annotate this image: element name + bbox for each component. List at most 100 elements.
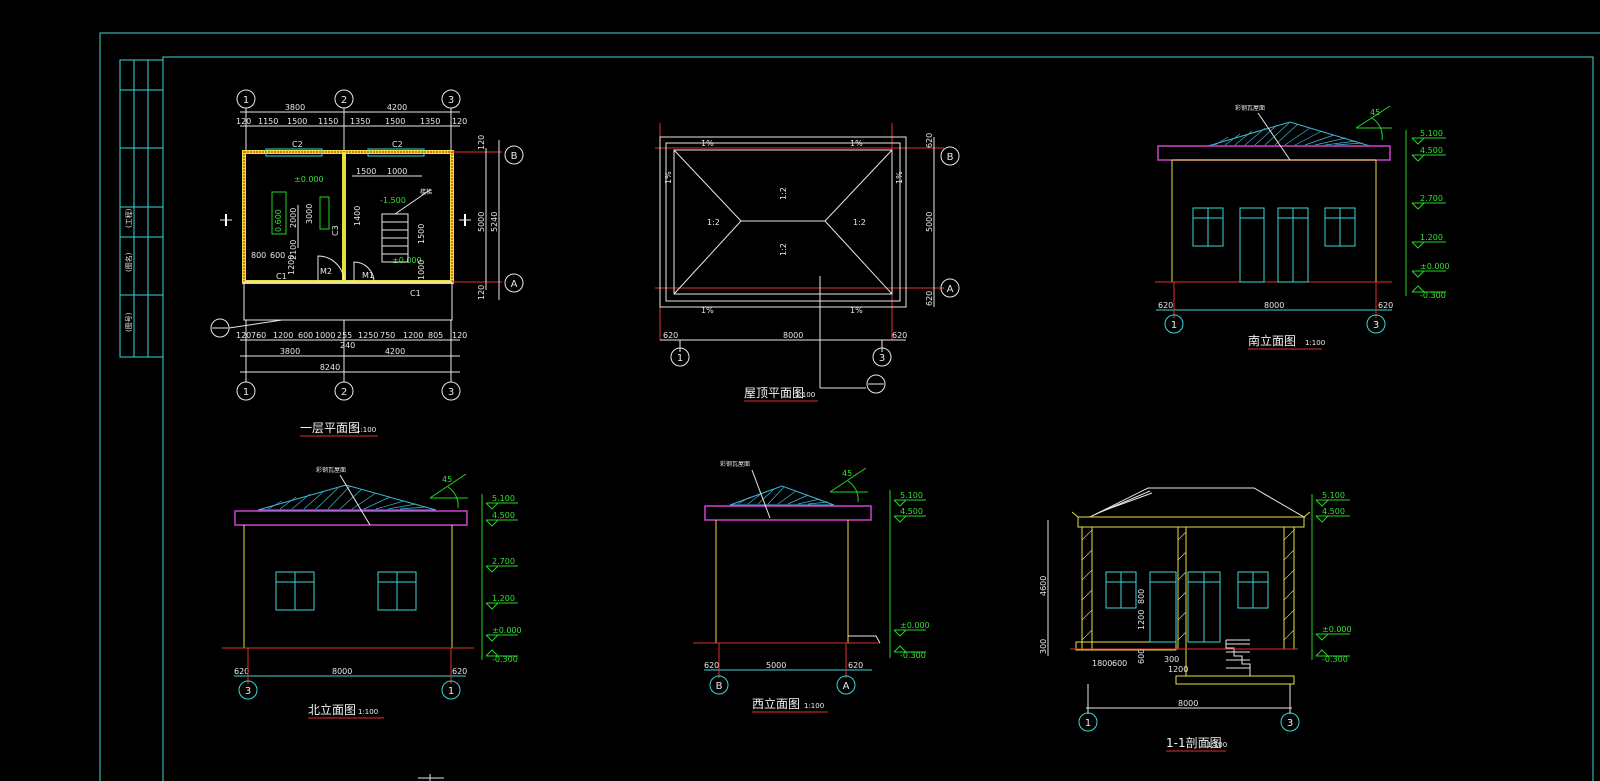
svg-text:620: 620 [925, 133, 934, 148]
axis-bubble: 3 [1280, 712, 1300, 732]
north-elevation[interactable]: 彩钢瓦屋面 45 5.100 4.500 2.700 1.200 ±0.000 … [222, 466, 522, 719]
svg-text:1400: 1400 [353, 206, 362, 226]
svg-text:240: 240 [340, 341, 355, 350]
svg-text:1: 1 [243, 95, 249, 106]
level-marker: -0.300 [1315, 649, 1350, 664]
svg-text:620: 620 [234, 667, 249, 676]
roof-plan[interactable]: 1% 1% 1% 1% 1% 1% 1:2 1:2 1:2 1:2 620 80… [655, 123, 960, 402]
svg-text:A: A [947, 284, 954, 295]
level-marker: ±0.000 [1315, 625, 1352, 641]
axis-bubble: 3 [441, 381, 461, 401]
svg-text:B: B [511, 151, 518, 162]
level-marker: 5.100 [485, 494, 518, 510]
axis-bubble: 3 [238, 680, 258, 700]
svg-text:620: 620 [925, 291, 934, 306]
svg-text:3: 3 [1373, 320, 1379, 331]
stair: 楼梯 [381, 188, 432, 263]
title-block-cell: (工程) [124, 208, 133, 228]
svg-text:760: 760 [251, 331, 266, 340]
drawing-title: 1-1剖面图 [1166, 736, 1222, 750]
level-marker: 5.100 [1411, 129, 1446, 145]
svg-text:2: 2 [341, 387, 347, 398]
svg-text:1000: 1000 [315, 331, 335, 340]
dimension-text: 4200 [387, 103, 407, 112]
svg-text:8000: 8000 [1264, 301, 1284, 310]
axis-bubble: A [836, 675, 856, 695]
level-marker: ±0.000 [1411, 262, 1450, 278]
svg-text:1:2: 1:2 [853, 218, 866, 227]
section-bubble [210, 318, 283, 338]
svg-text:5.100: 5.100 [492, 494, 515, 503]
drawing-title: 西立面图 [752, 696, 800, 711]
level-marker: 2.700 [1411, 194, 1446, 210]
svg-text:4.500: 4.500 [1420, 146, 1443, 155]
svg-text:4.500: 4.500 [900, 507, 923, 516]
section-bubble [866, 374, 886, 394]
title-block-cell: (图名) [124, 252, 133, 272]
svg-text:1000: 1000 [387, 167, 407, 176]
svg-text:1: 1 [677, 353, 683, 364]
axis-bubble: B [504, 145, 524, 165]
svg-text:600: 600 [1112, 659, 1127, 668]
svg-text:1:2: 1:2 [779, 187, 788, 200]
section-1-1[interactable]: 4600 300 1800 600 1200 800 600 300 1200 … [1039, 487, 1352, 752]
svg-text:120: 120 [452, 331, 467, 340]
level-marker: -0.300 [485, 649, 518, 664]
svg-text:620: 620 [848, 661, 863, 670]
south-elevation[interactable]: 彩钢瓦屋面 45 5.100 4.500 2.700 1.200 ±0.000 … [1155, 104, 1450, 350]
level-marker: -0.300 [893, 645, 926, 660]
drawing-scale: 1:100 [356, 426, 376, 434]
svg-text:1200: 1200 [403, 331, 423, 340]
svg-text:3: 3 [1287, 718, 1293, 729]
level-marker: 1.200 [485, 594, 518, 610]
svg-text:5000: 5000 [925, 212, 934, 232]
svg-text:C1: C1 [410, 289, 421, 298]
svg-text:45: 45 [442, 475, 452, 484]
axis-bubble: A [940, 278, 960, 298]
svg-text:620: 620 [892, 331, 907, 340]
svg-text:2100: 2100 [289, 240, 298, 260]
svg-text:800: 800 [251, 251, 266, 260]
svg-text:±0.000: ±0.000 [392, 256, 422, 265]
svg-text:B: B [947, 152, 954, 163]
axis-bubble: A [504, 273, 524, 293]
svg-text:1.200: 1.200 [492, 594, 515, 603]
svg-text:B: B [716, 681, 723, 692]
svg-text:1:2: 1:2 [779, 243, 788, 256]
svg-text:1350: 1350 [420, 117, 440, 126]
drawing-scale: 1:100 [804, 702, 824, 710]
svg-text:C2: C2 [392, 140, 403, 149]
svg-text:4200: 4200 [385, 347, 405, 356]
svg-text:1: 1 [243, 387, 249, 398]
dimension-text: 3800 [285, 103, 305, 112]
floor-plan[interactable]: 1 2 3 3800 4200 120 1150 1500 1150 1350 … [210, 89, 524, 437]
svg-text:1: 1 [1171, 320, 1177, 331]
svg-text:1%: 1% [701, 306, 714, 315]
svg-text:1250: 1250 [358, 331, 378, 340]
svg-text:120: 120 [452, 117, 467, 126]
sheet-border [99, 32, 1600, 781]
svg-text:620: 620 [704, 661, 719, 670]
svg-text:3: 3 [448, 387, 454, 398]
axis-bubble: B [709, 675, 729, 695]
axis-bubble: 1 [236, 381, 256, 401]
west-elevation[interactable]: 彩钢瓦屋面 45 5.100 4.500 ±0.000 -0.300 620 5… [693, 460, 930, 713]
svg-text:1%: 1% [850, 139, 863, 148]
svg-text:1200: 1200 [1168, 665, 1188, 674]
axis-bubble: 3 [872, 347, 892, 367]
svg-text:3800: 3800 [280, 347, 300, 356]
svg-text:-1.500: -1.500 [380, 196, 406, 205]
svg-text:45: 45 [842, 469, 852, 478]
svg-text:M2: M2 [320, 267, 332, 276]
svg-text:5000: 5000 [766, 661, 786, 670]
svg-text:3: 3 [448, 95, 454, 106]
drawing-title: 南立面图 [1248, 333, 1296, 348]
svg-text:3000: 3000 [305, 204, 314, 224]
title-block: (工程) (图名) (图号) [119, 59, 164, 358]
axis-bubble: 1 [441, 680, 461, 700]
svg-text:2.700: 2.700 [1420, 194, 1443, 203]
svg-text:1500: 1500 [417, 224, 426, 244]
svg-text:A: A [843, 681, 850, 692]
svg-text:1%: 1% [701, 139, 714, 148]
